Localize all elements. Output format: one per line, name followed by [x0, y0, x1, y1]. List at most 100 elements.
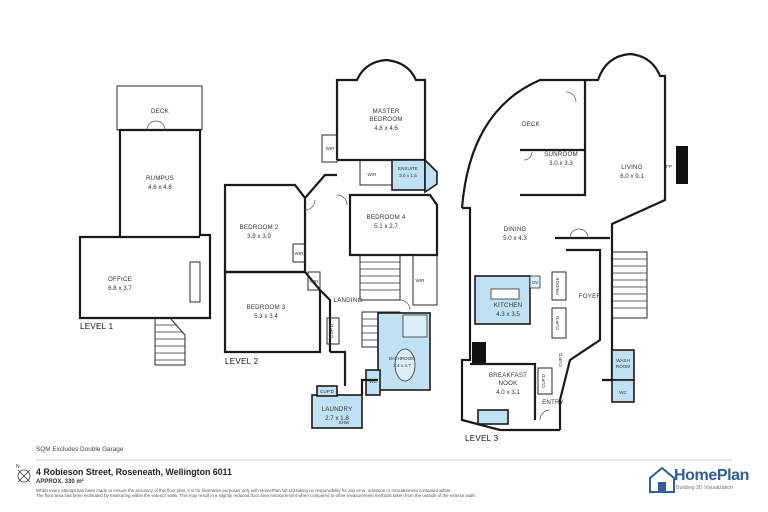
room-label: BEDROOM 3 [247, 304, 286, 311]
room-label: BATHROOM [389, 356, 415, 361]
room-dims: 3.4 x 4.7 [393, 363, 411, 368]
room-label: SUNROOM [544, 151, 578, 158]
small-label: SHW [339, 420, 350, 425]
small-label: WC [369, 379, 377, 384]
room-dims: 5.3 x 3.4 [254, 313, 278, 320]
bedroom4-walls [348, 193, 439, 257]
oven [529, 275, 541, 289]
room-label: DECK [151, 108, 170, 115]
room-label: ROOM [616, 364, 630, 369]
laundry-area [311, 394, 363, 429]
small-label: CUP'D [329, 323, 334, 338]
room-dims: 4.6 x 4.8 [148, 184, 172, 191]
logo-tagline: Building 3D Visualization [676, 485, 734, 491]
room-label: BEDROOM 2 [240, 224, 279, 231]
lower-hall-walls [330, 350, 378, 395]
room-dims: 5.0 x 4.3 [503, 235, 527, 242]
sunroom-walls [520, 148, 587, 197]
room-label: NOOK [498, 380, 518, 387]
room-label: DECK [522, 121, 541, 128]
level-1-plan: DECK RUMPUS 4.6 x 4.8 OFFICE 6.8 x 3.7 L… [78, 85, 212, 366]
property-address: 4 Robieson Street, Roseneath, Wellington… [36, 467, 232, 477]
small-label: OV [532, 280, 540, 285]
breakfast-walls [470, 362, 537, 420]
room-label: MASTER [373, 108, 400, 115]
room-label: LANDING [334, 297, 363, 304]
room-label: LAUNDRY [322, 406, 353, 413]
wc-level3 [611, 379, 635, 403]
room-label: OFFICE [108, 276, 132, 283]
small-label: CUP'D [320, 389, 335, 394]
office-cabinet [189, 261, 201, 303]
laundry-cupboard [316, 385, 338, 397]
room-dims: 3.9 x 3.9 [247, 233, 271, 240]
svg-text:N: N [16, 464, 20, 470]
small-label: WIR [295, 251, 305, 256]
kitchen-island [490, 288, 520, 300]
room-label: FOYER [579, 293, 602, 300]
master-cupboard [321, 134, 338, 163]
room-label: ENTRY [542, 399, 564, 406]
level1-stairs [154, 317, 186, 366]
level3-outer-wall [460, 52, 667, 382]
level3-left-wall [460, 206, 560, 432]
hall-wall-upper [304, 173, 337, 199]
small-label: CUP'D [558, 352, 563, 367]
room-dims: 2.7 x 1.8 [325, 415, 349, 422]
small-label: WC [619, 390, 627, 395]
master-bedroom-walls [335, 58, 427, 160]
room-dims: 4.0 x 3.1 [496, 389, 520, 396]
entry-cupboard [537, 367, 553, 395]
small-label: FRIDGE [555, 277, 560, 294]
room-dims: 3.0 x 3.3 [549, 160, 573, 167]
small-label: FP [666, 164, 672, 169]
level3-stairs [611, 251, 648, 319]
breakfast-bench [477, 409, 509, 425]
room-dims: 5.1 x 2.7 [374, 223, 398, 230]
bathroom-shower [402, 314, 428, 338]
room-dims: 6.0 x 9.1 [620, 173, 644, 180]
disclaimer-line-1: Whilst every attempt has been made to en… [36, 488, 452, 493]
level2-doors [304, 194, 411, 311]
kitchen-block [472, 342, 486, 364]
room-label: BREAKFAST [489, 372, 527, 379]
small-label: CUP'D [541, 373, 546, 388]
small-label: WIR [368, 172, 378, 177]
level-label: LEVEL 1 [80, 322, 114, 331]
small-label: WIR [416, 278, 426, 283]
small-label: WIR [310, 279, 320, 284]
bedroom3-wir [307, 271, 321, 291]
level1-deck-doors [146, 120, 166, 131]
small-label: WIR [326, 146, 336, 151]
foyer-cupboard [551, 307, 567, 339]
bedroom2-walls [223, 183, 307, 274]
room-dims: 6.8 x 3.7 [108, 285, 132, 292]
master-wir [359, 159, 393, 186]
foyer-walls [558, 248, 602, 430]
bedroom3-walls [223, 270, 322, 354]
level-label: LEVEL 3 [465, 434, 499, 443]
small-label: CUP'D [555, 315, 560, 330]
room-label: BEDROOM [369, 116, 402, 123]
room-dims: 4.8 x 4.6 [374, 125, 398, 132]
room-label: BEDROOM 4 [367, 214, 406, 221]
room-label: DINING [504, 226, 527, 233]
bathroom-bath [394, 348, 416, 382]
disclaimer: Whilst every attempt has been made to en… [36, 488, 596, 499]
room-label: WASH [616, 358, 630, 363]
level-label: LEVEL 2 [225, 357, 259, 366]
room-label: KITCHEN [494, 302, 523, 309]
level1-walls [78, 128, 212, 320]
room-dims: 3.0 x 1.5 [399, 173, 417, 178]
approx-area: APPROX. 330 m² [36, 479, 84, 485]
wc-level2 [365, 369, 381, 396]
room-dims: 4.3 x 3.5 [496, 311, 520, 318]
fridge-cupboard [551, 271, 567, 301]
kitchen-area [474, 275, 531, 325]
north-arrow-icon: N [16, 464, 31, 483]
room-label: ENSUITE [398, 166, 418, 171]
level-3-plan: DECK SUNROOM 3.0 x 3.3 LIVING 6.0 x 9.1 … [460, 52, 688, 443]
disclaimer-line-2: The floor area has been estimated by mea… [36, 493, 477, 499]
room-label: LIVING [621, 164, 643, 171]
